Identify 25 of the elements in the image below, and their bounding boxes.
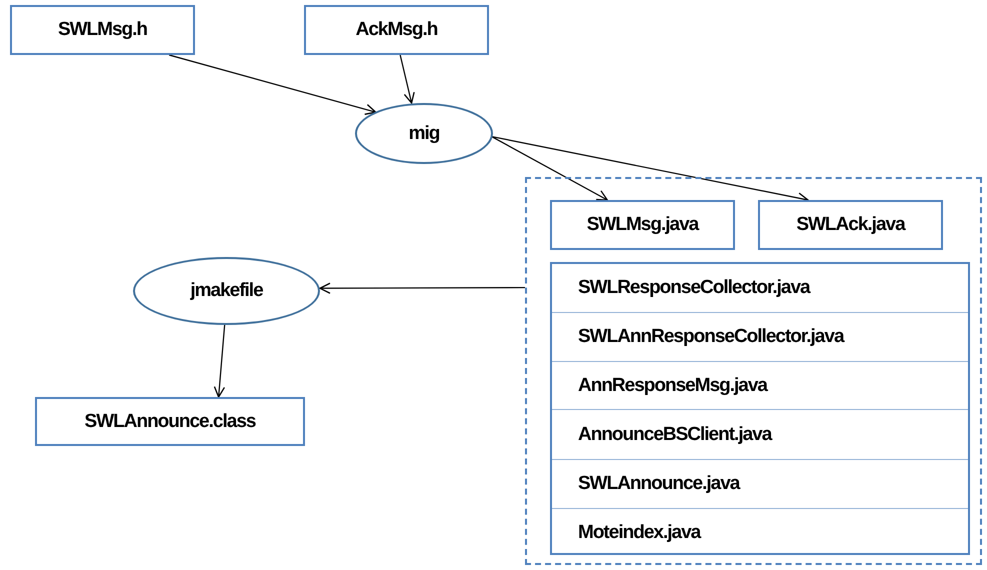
file-box: [35, 397, 305, 446]
file-name: Moteindex.java: [578, 522, 700, 544]
file-box: [758, 200, 943, 250]
file-name: SWLMsg.java: [586, 214, 698, 236]
file-list-box: [550, 262, 970, 555]
arrow: [319, 282, 525, 294]
file-name: SWLAnnResponseCollector.java: [578, 326, 844, 348]
file-name: AckMsg.h: [356, 19, 438, 41]
arrow: [491, 136, 608, 201]
file-box: [304, 5, 489, 55]
file-name: SWLAck.java: [796, 214, 905, 236]
file-name: AnnResponseMsg.java: [578, 374, 767, 396]
file-box: [550, 200, 735, 250]
dashed-group-box: [525, 177, 982, 565]
file-name: SWLResponseCollector.java: [578, 277, 810, 299]
file-name: SWLAnnounce.java: [578, 473, 740, 495]
file-name: SWLMsg.h: [58, 19, 148, 41]
arrow: [400, 54, 415, 104]
file-name: SWLAnnounce.class: [84, 410, 256, 432]
arrow: [168, 54, 376, 115]
arrow: [214, 324, 226, 398]
file-name: AnnounceBSClient.java: [578, 424, 772, 446]
file-box: [10, 5, 195, 55]
file-name: jmakefile: [190, 280, 263, 302]
file-name: mig: [408, 122, 440, 144]
